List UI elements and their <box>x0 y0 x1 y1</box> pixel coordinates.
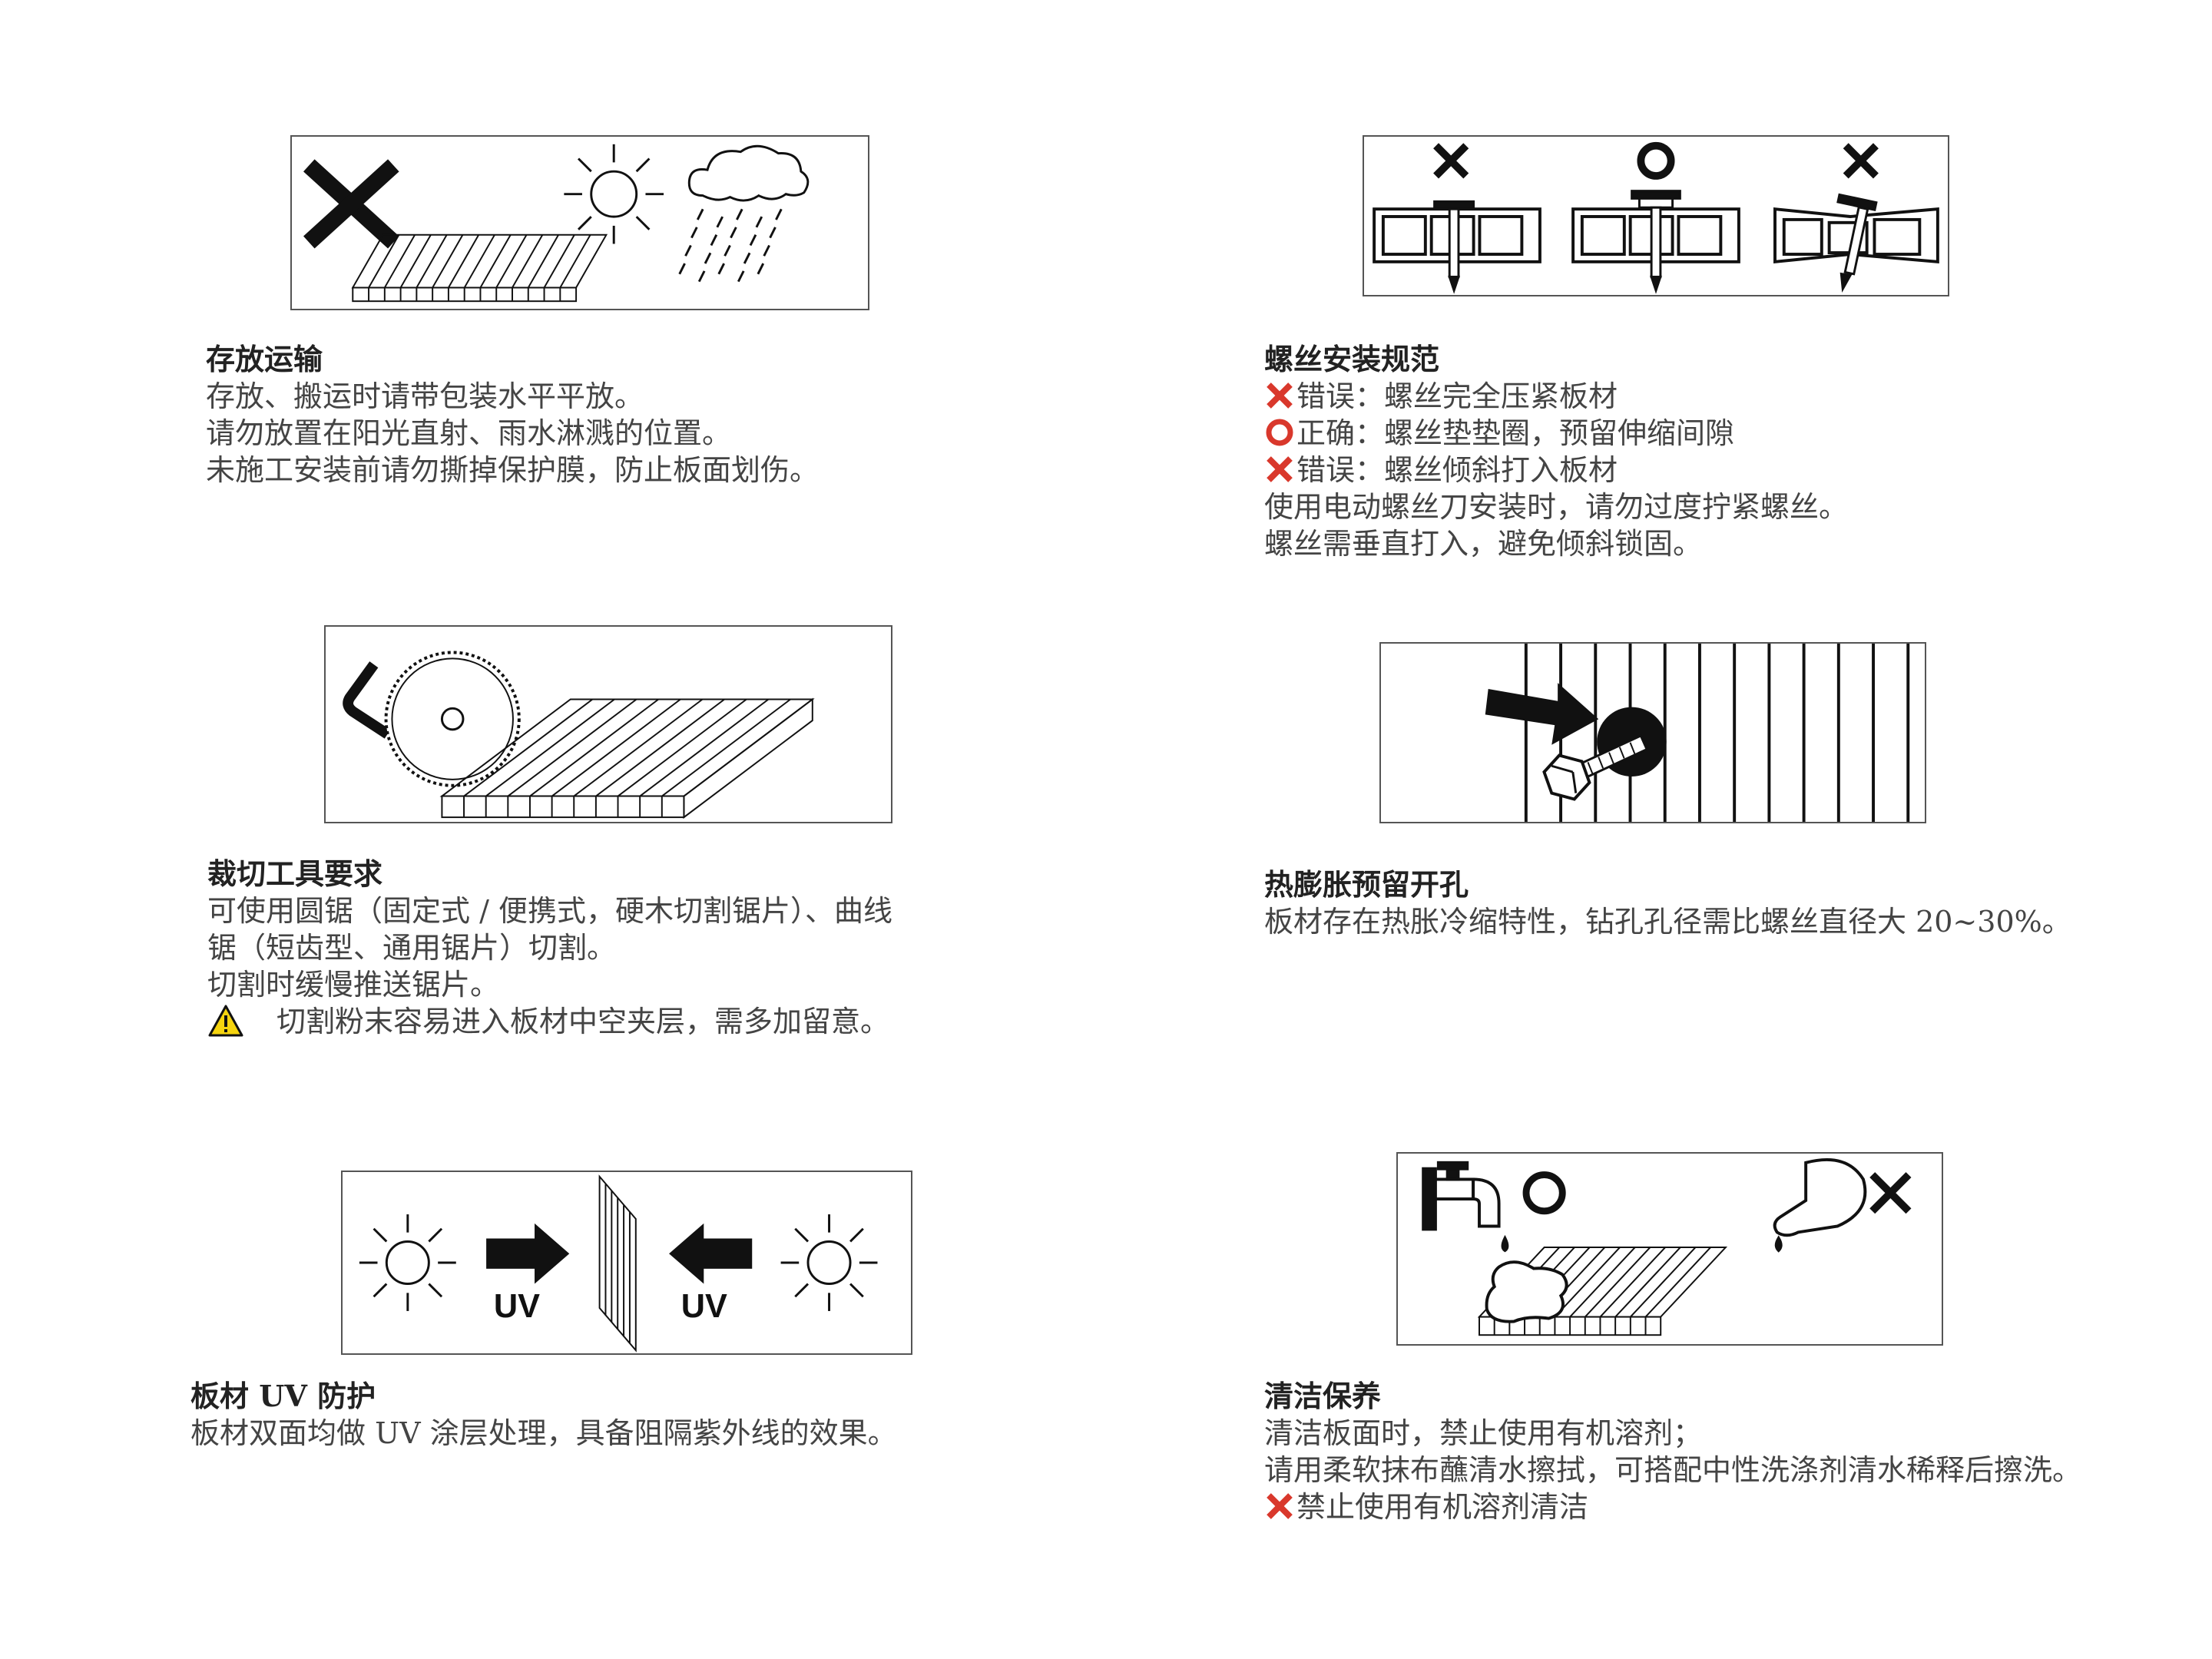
cleaning-line-1: 清洁板面时，禁止使用有机溶剂； <box>1264 1416 1703 1450</box>
cross-icon <box>1843 143 1879 179</box>
cleaning-text: 清洁保养 清洁板面时，禁止使用有机溶剂； 请用柔软抹布蘸清水擦拭，可搭配中性洗涤… <box>1264 1378 2081 1525</box>
expansion-figure <box>1379 642 1926 823</box>
cutting-text: 裁切工具要求 可使用圆锯（固定式 / 便携式，硬木切割锯片）、曲线 锯（短齿型、… <box>207 856 892 1040</box>
uv-illustration: UV UV <box>359 1174 878 1353</box>
stacked-panel-icon <box>351 233 608 303</box>
uv-line-1: 板材双面均做 UV 涂层处理，具备阻隔紫外线的效果。 <box>190 1416 897 1450</box>
storage-figure <box>290 135 869 310</box>
wrong-cross-icon <box>1264 1491 1295 1522</box>
cutting-line-3: 切割时缓慢推送锯片。 <box>207 968 500 1002</box>
rain-cloud-icon <box>678 144 810 283</box>
uv-figure: UV UV <box>341 1171 912 1355</box>
expansion-line-1: 板材存在热胀冷缩特性，钻孔孔径需比螺丝直径大 20~30%。 <box>1264 905 2071 939</box>
uv-text: 板材 UV 防护 板材双面均做 UV 涂层处理，具备阻隔紫外线的效果。 <box>190 1378 897 1452</box>
uv-label-right: UV <box>681 1288 727 1325</box>
right-circle-icon <box>1264 417 1295 448</box>
cutting-line-4: 切割粉末容易进入板材中空夹层，需多加留意。 <box>207 1003 892 1040</box>
bolt-icon <box>1542 733 1649 801</box>
screw-with-washer-icon <box>1631 190 1681 294</box>
expansion-text: 热膨胀预留开孔 板材存在热胀冷缩特性，钻孔孔径需比螺丝直径大 20~30%。 <box>1264 866 2071 940</box>
screw-line-3-text: 错误：螺丝倾斜打入板材 <box>1296 453 1618 487</box>
cleaning-line-3: 禁止使用有机溶剂清洁 <box>1264 1488 2081 1525</box>
arrow-right-icon <box>486 1223 570 1284</box>
vertical-panel-lines <box>1524 644 1910 822</box>
cutting-figure <box>324 625 892 823</box>
warning-icon <box>207 1004 244 1038</box>
screw-text: 螺丝安装规范 错误：螺丝完全压紧板材 正确：螺丝垫垫圈，预留伸缩间隙 错误：螺丝… <box>1264 341 1848 562</box>
stacked-panel-icon <box>439 697 815 820</box>
screw-title: 螺丝安装规范 <box>1264 342 1440 376</box>
screw-illustration <box>1373 141 1939 294</box>
storage-title: 存放运输 <box>206 342 323 376</box>
cleaning-line-2: 请用柔软抹布蘸清水擦拭，可搭配中性洗涤剂清水稀释后擦洗。 <box>1264 1453 2082 1487</box>
screw-line-2: 正确：螺丝垫垫圈，预留伸缩间隙 <box>1264 415 1848 452</box>
tilted-screw-icon <box>1836 193 1878 293</box>
sun-icon <box>780 1214 878 1311</box>
bottle-icon <box>1773 1158 1867 1253</box>
cutting-line-4-text: 切割粉末容易进入板材中空夹层，需多加留意。 <box>276 1005 890 1038</box>
screw-line-1: 错误：螺丝完全压紧板材 <box>1264 378 1848 415</box>
circle-icon <box>1637 141 1675 180</box>
sun-icon <box>359 1214 456 1311</box>
arrow-icon <box>1485 683 1599 745</box>
expansion-illustration <box>1485 644 1910 822</box>
cutting-illustration <box>343 651 815 820</box>
storage-text: 存放运输 存放、搬运时请带包装水平平放。 请勿放置在阳光直射、雨水淋溅的位置。 … <box>206 341 819 488</box>
cutting-line-1: 可使用圆锯（固定式 / 便携式，硬木切割锯片）、曲线 <box>207 894 892 928</box>
cross-icon <box>303 159 399 249</box>
screw-line-3: 错误：螺丝倾斜打入板材 <box>1264 452 1848 488</box>
cleaning-line-3-text: 禁止使用有机溶剂清洁 <box>1296 1490 1589 1524</box>
screw-line-4: 使用电动螺丝刀安装时，请勿过度拧紧螺丝。 <box>1264 490 1849 524</box>
faucet-icon <box>1422 1161 1509 1253</box>
screw-line-1-text: 错误：螺丝完全压紧板材 <box>1296 379 1618 413</box>
arrow-left-icon <box>669 1223 753 1284</box>
storage-line-1: 存放、搬运时请带包装水平平放。 <box>206 379 644 413</box>
screw-figure <box>1363 135 1949 296</box>
expansion-title: 热膨胀预留开孔 <box>1264 867 1469 902</box>
cutting-line-2: 锯（短齿型、通用锯片）切割。 <box>207 931 617 965</box>
cross-icon <box>1869 1172 1912 1214</box>
wrong-cross-icon <box>1264 454 1295 485</box>
saw-icon <box>343 651 521 787</box>
sun-icon <box>564 144 664 244</box>
cleaning-figure <box>1396 1152 1943 1346</box>
storage-illustration <box>303 144 810 303</box>
uv-title: 板材 UV 防护 <box>190 1379 376 1413</box>
uv-label-left: UV <box>494 1288 540 1325</box>
cutting-title: 裁切工具要求 <box>207 856 383 891</box>
cleaning-title: 清洁保养 <box>1264 1379 1382 1413</box>
screw-line-2-text: 正确：螺丝垫垫圈，预留伸缩间隙 <box>1296 416 1735 450</box>
cloth-icon <box>1485 1260 1568 1323</box>
storage-line-3: 未施工安装前请勿撕掉保护膜，防止板面划伤。 <box>206 453 820 487</box>
cross-icon <box>1433 143 1469 179</box>
circle-icon <box>1522 1171 1566 1215</box>
screw-line-5: 螺丝需垂直打入，避免倾斜锁固。 <box>1264 527 1703 561</box>
cleaning-illustration <box>1422 1158 1912 1336</box>
vertical-panel-icon <box>598 1174 637 1353</box>
wrong-cross-icon <box>1264 380 1295 411</box>
storage-line-2: 请勿放置在阳光直射、雨水淋溅的位置。 <box>206 416 732 450</box>
screw-icon <box>1433 200 1475 294</box>
